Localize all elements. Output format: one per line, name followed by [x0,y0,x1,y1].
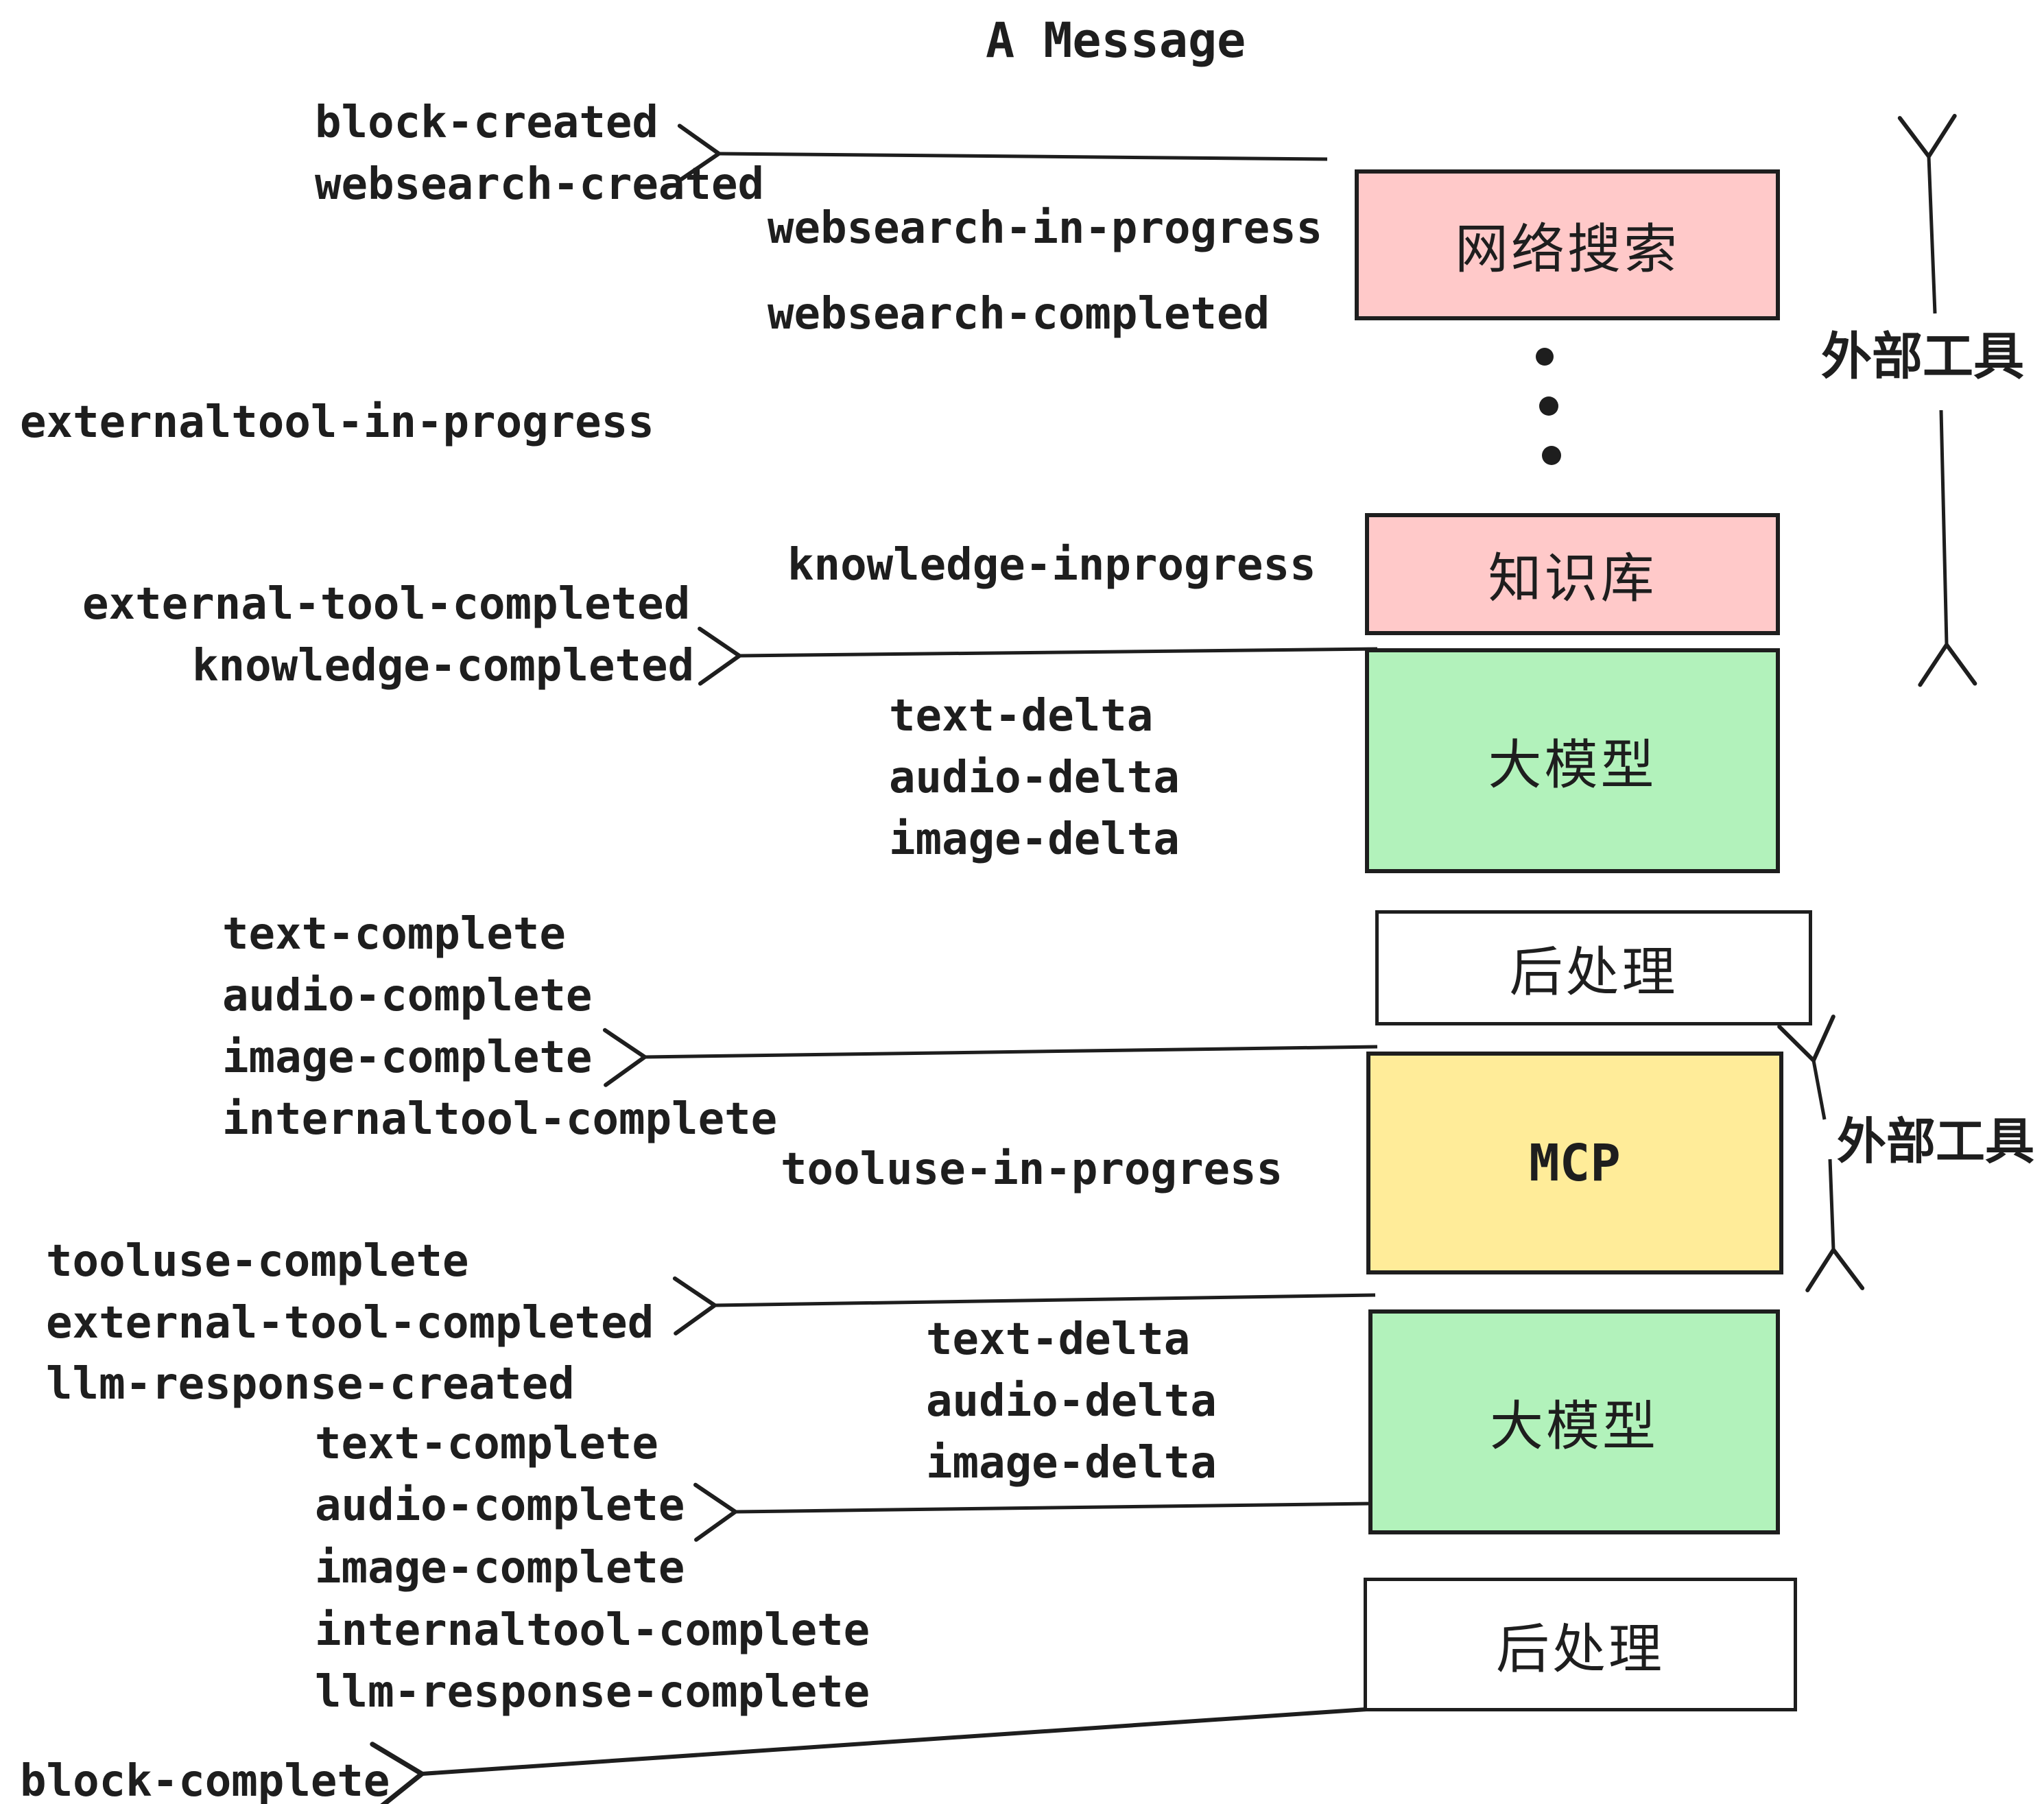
event-label-image-delta-2: image-delta [926,1438,1217,1488]
event-label-image-complete-1: image-complete [222,1032,593,1083]
event-label-external-tool-completed-2: external-tool-completed [46,1298,654,1349]
node-llm-1: 大模型 [1365,648,1780,873]
event-label-text-complete-1: text-complete [222,909,566,960]
node-mcp-label: MCP [1529,1133,1621,1193]
arrow-external-tools-bottom-down [1805,1159,1865,1292]
node-postprocess-1: 后处理 [1375,910,1812,1025]
arrow-external-tools-top-up [1897,113,1957,314]
event-label-image-delta-1: image-delta [889,814,1180,865]
event-label-websearch-in-progress: websearch-in-progress [768,203,1323,254]
event-label-knowledge-inprogress: knowledge-inprogress [787,540,1316,591]
node-llm-2-label: 大模型 [1489,1396,1659,1458]
arrow-knowledge-completed [698,626,1378,686]
node-postprocess-2-label: 后处理 [1495,1618,1665,1681]
event-label-external-tool-completed-1: external-tool-completed [82,579,691,630]
event-label-audio-delta-1: audio-delta [889,752,1180,803]
arrow-tooluse-complete [672,1276,1376,1336]
arrow-external-tools-bottom-up [1777,1014,1835,1120]
node-websearch-label: 网络搜索 [1454,219,1680,281]
event-label-externaltool-in-progress: externaltool-in-progress [20,397,654,448]
event-label-llm-response-complete: llm-response-complete [315,1667,870,1718]
node-websearch: 网络搜索 [1355,169,1780,320]
event-label-websearch-completed: websearch-completed [768,289,1270,340]
arrow-audio-complete [693,1482,1371,1542]
event-label-audio-delta-2: audio-delta [926,1376,1217,1427]
event-label-websearch-created: websearch-created [315,159,765,210]
node-knowledge-base: 知识库 [1365,513,1780,635]
event-label-internaltool-complete-1: internaltool-complete [222,1094,778,1145]
event-label-text-complete-2: text-complete [315,1419,658,1469]
arrow-image-complete [602,1028,1378,1087]
node-postprocess-1-label: 后处理 [1509,942,1678,1004]
vertical-ellipsis [1536,348,1561,465]
node-mcp: MCP [1366,1052,1783,1274]
side-label-external-tools-top: 外部工具 [1821,327,2024,386]
side-label-external-tools-bottom: 外部工具 [1837,1113,2035,1170]
event-label-text-delta-2: text-delta [926,1314,1191,1365]
event-label-llm-response-created: llm-response-created [46,1359,575,1410]
arrow-websearch-created [677,123,1328,183]
node-postprocess-2: 后处理 [1364,1578,1797,1711]
event-label-tooluse-in-progress: tooluse-in-progress [781,1144,1283,1195]
event-label-text-delta-1: text-delta [889,691,1154,741]
arrow-block-complete [370,1707,1367,1804]
node-knowledge-base-label: 知识库 [1488,548,1657,610]
event-label-knowledge-completed: knowledge-completed [192,641,695,691]
event-label-block-complete: block-complete [20,1756,390,1804]
arrow-external-tools-top-down [1918,410,1977,687]
event-label-audio-complete-1: audio-complete [222,971,593,1021]
event-label-audio-complete-2: audio-complete [315,1480,685,1531]
event-label-image-complete-2: image-complete [315,1543,685,1593]
event-label-internaltool-complete-2: internaltool-complete [315,1605,870,1656]
node-llm-2: 大模型 [1368,1309,1780,1534]
node-llm-1-label: 大模型 [1488,735,1657,796]
event-label-tooluse-complete: tooluse-complete [46,1236,469,1287]
event-label-block-created: block-created [315,97,658,148]
diagram-title: A Message [986,12,1246,69]
